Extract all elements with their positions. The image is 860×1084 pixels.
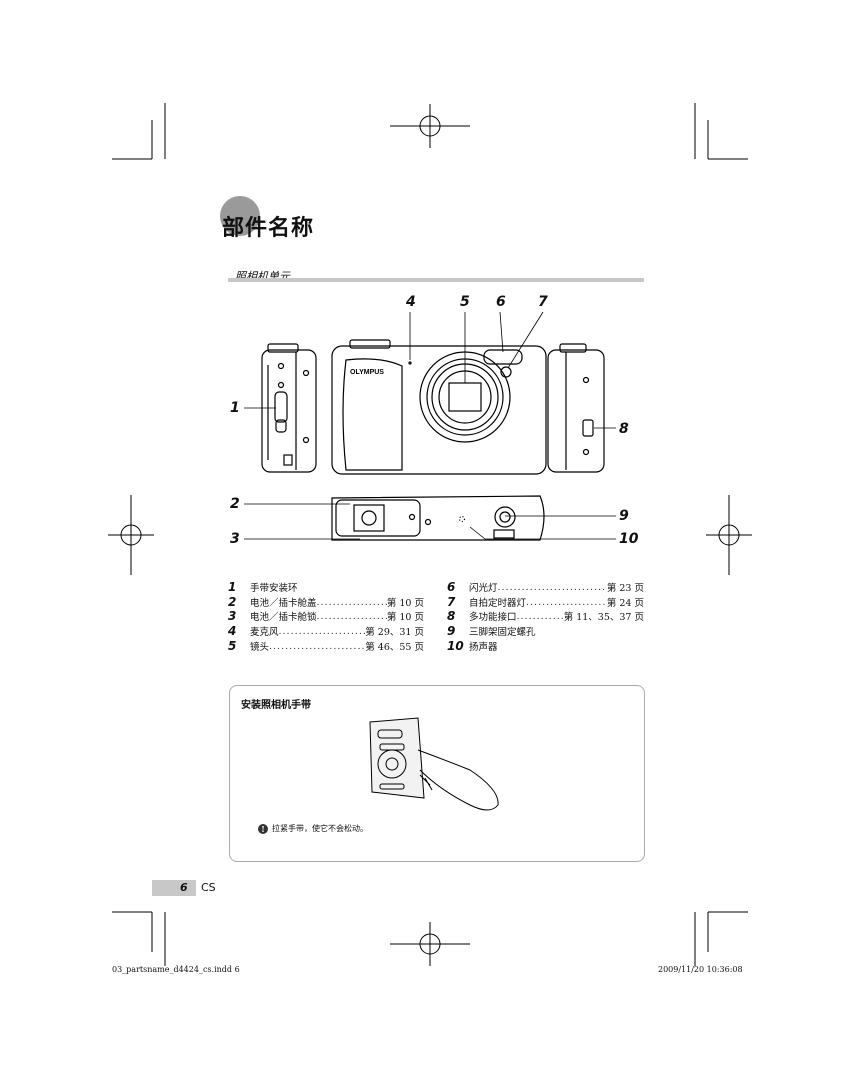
title-decoration-circle xyxy=(220,196,260,236)
camera-front-drawing xyxy=(331,339,547,475)
list-item: 2 电池／插卡舱盖 ..............................… xyxy=(228,595,424,609)
list-item: 5 镜头 .............................. 第 46… xyxy=(228,639,424,653)
list-item: 8 多功能接口 .............................. 第… xyxy=(447,609,644,623)
callout-7: 7 xyxy=(538,294,548,310)
callout-10: 10 xyxy=(619,531,639,547)
callout-3: 3 xyxy=(230,531,240,547)
strap-note-text: 拉紧手带，使它不会松动。 xyxy=(272,824,368,833)
list-item: 3 电池／插卡舱锁 ..............................… xyxy=(228,609,424,623)
caution-icon: ! xyxy=(258,823,268,834)
camera-bottom-drawing xyxy=(331,495,545,541)
page-language: CS xyxy=(201,881,216,894)
callout-4: 4 xyxy=(406,294,416,310)
callout-6: 6 xyxy=(496,294,506,310)
list-item: 7 自拍定时器灯 .............................. … xyxy=(447,595,644,609)
section-divider xyxy=(228,278,644,282)
camera-right-side-drawing xyxy=(547,343,605,473)
print-file-name: 03_partsname_d4424_cs.indd 6 xyxy=(112,965,240,974)
camera-brand-logo: OLYMPUS xyxy=(350,369,384,376)
list-item: 4 麦克风 .............................. 第 2… xyxy=(228,624,424,638)
list-item: 1 手带安装环 xyxy=(228,580,298,594)
strap-illustration xyxy=(369,717,499,811)
callout-9: 9 xyxy=(619,508,629,524)
print-timestamp: 2009/11/20 10:36:08 xyxy=(658,965,743,974)
list-item: 9 三脚架固定螺孔 xyxy=(447,624,536,638)
callout-leaders xyxy=(244,311,616,540)
strap-box-title: 安装照相机手带 xyxy=(241,700,311,711)
page-number-tab xyxy=(152,880,196,896)
page-title: 部件名称 xyxy=(222,216,315,241)
page-number: 6 xyxy=(180,881,188,894)
camera-left-side-drawing xyxy=(261,343,317,473)
list-item: 10 扬声器 xyxy=(447,639,498,653)
list-item: 6 闪光灯 .............................. 第 2… xyxy=(447,580,644,594)
strap-info-box xyxy=(229,685,645,862)
callout-1: 1 xyxy=(230,400,240,416)
strap-note: ! 拉紧手带，使它不会松动。 xyxy=(258,823,368,834)
callout-5: 5 xyxy=(460,294,470,310)
callout-2: 2 xyxy=(230,496,240,512)
callout-8: 8 xyxy=(619,421,629,437)
